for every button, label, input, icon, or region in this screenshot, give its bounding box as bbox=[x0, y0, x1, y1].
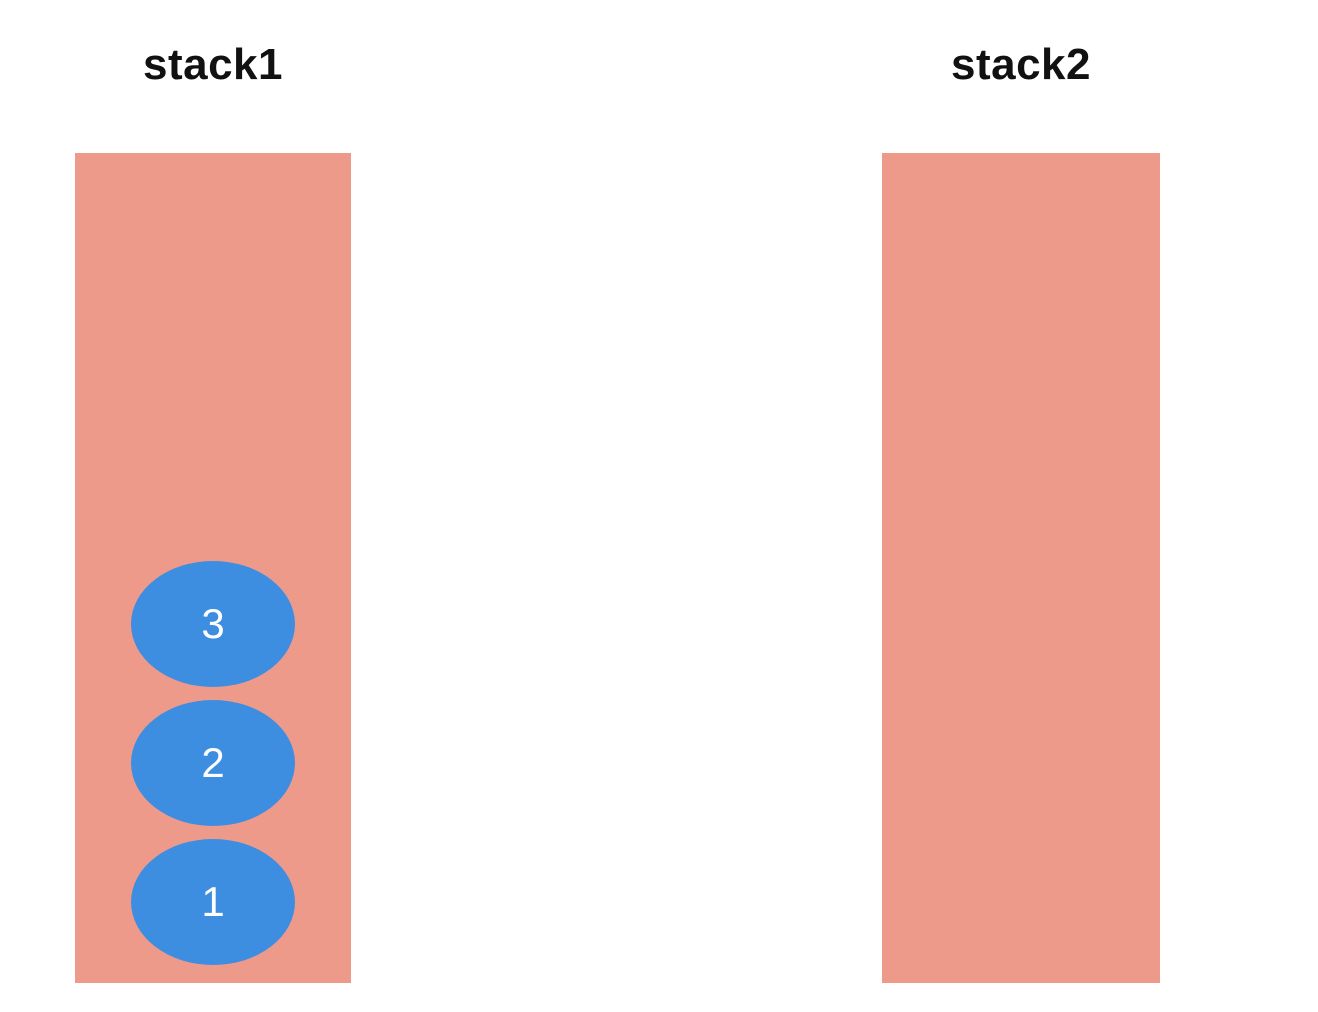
stack1-item-bottom: 1 bbox=[131, 839, 295, 965]
stack1-item-bottom-label: 1 bbox=[201, 878, 225, 925]
stack1-item-middle: 2 bbox=[131, 700, 295, 826]
stack1-title: stack1 bbox=[142, 40, 283, 89]
stack2-container bbox=[882, 153, 1160, 983]
stack1-column: stack1 3 2 1 bbox=[75, 0, 351, 1012]
stack2-title: stack2 bbox=[950, 40, 1091, 89]
stack1-item-middle-label: 2 bbox=[201, 739, 225, 786]
stack1-item-top-label: 3 bbox=[201, 600, 225, 647]
stack2-column: stack2 bbox=[882, 0, 1160, 1012]
stack1-container: 3 2 1 bbox=[75, 153, 351, 983]
stack1-item-top: 3 bbox=[131, 561, 295, 687]
